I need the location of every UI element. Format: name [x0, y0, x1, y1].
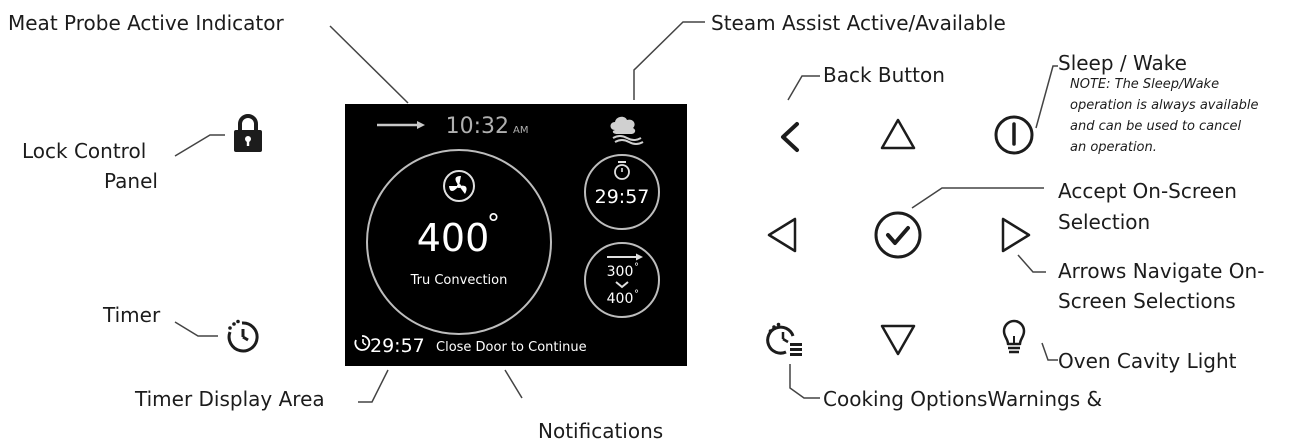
check-icon — [874, 211, 922, 259]
power-icon — [994, 115, 1034, 155]
callout-meat-probe: Meat Probe Active Indicator — [8, 11, 284, 35]
status-timer: 29:57 — [370, 335, 425, 357]
callout-cooking-options: Cooking OptionsWarnings & — [823, 387, 1103, 411]
callout-arrows-line-2: Screen Selections — [1058, 289, 1236, 313]
timer-icon — [227, 319, 259, 353]
status-message: Close Door to Continue — [436, 340, 587, 355]
status-timer-icon — [354, 335, 371, 351]
fan-icon — [443, 170, 475, 202]
sleep-note-line-1: NOTE: The Sleep/Wake — [1070, 77, 1220, 92]
down-arrow-icon — [880, 324, 916, 356]
oven-light-button[interactable] — [987, 310, 1041, 364]
timer-button[interactable] — [216, 310, 270, 364]
steam-icon — [610, 116, 644, 145]
callout-timer-display: Timer Display Area — [135, 387, 325, 411]
sleep-note-line-2: operation is always available — [1070, 98, 1259, 113]
callout-back-button: Back Button — [823, 63, 945, 87]
cooking-options-button[interactable] — [759, 314, 813, 368]
lock-control-button[interactable] — [221, 106, 275, 160]
callout-lock-control-line-1: Lock Control — [22, 139, 147, 163]
temperature-unit: ° — [487, 209, 500, 239]
accept-button[interactable] — [871, 208, 925, 262]
sleep-note-line-4: an operation. — [1070, 140, 1157, 155]
callout-sleep-wake: Sleep / Wake — [1058, 51, 1187, 75]
lightbulb-icon — [1002, 319, 1026, 354]
callout-arrows-line-1: Arrows Navigate On- — [1058, 259, 1265, 283]
callout-lock-control-line-2: Panel — [104, 169, 158, 193]
down-arrow-button[interactable] — [871, 312, 925, 366]
right-arrow-icon — [1001, 217, 1031, 253]
lock-icon — [234, 114, 262, 152]
callout-notifications: Notifications — [538, 419, 664, 443]
callout-accept-line-1: Accept On-Screen — [1058, 179, 1237, 203]
clock-time: 10:32 — [446, 114, 509, 139]
left-arrow-button[interactable] — [757, 208, 811, 262]
oven-display-screen[interactable]: 10:32 AM 400 ° Tru Convection 29:57 — [345, 104, 687, 366]
callout-timer: Timer — [103, 303, 161, 327]
up-arrow-button[interactable] — [871, 108, 925, 162]
callout-accept-line-2: Selection — [1058, 210, 1151, 234]
probe-target-temp: 400 — [607, 291, 634, 307]
up-arrow-icon — [880, 118, 916, 150]
back-button[interactable] — [763, 110, 817, 164]
callout-oven-light: Oven Cavity Light — [1058, 349, 1237, 373]
temperature-dial-ring — [366, 149, 552, 335]
cooking-options-icon — [766, 322, 802, 356]
clock-ampm: AM — [513, 125, 528, 136]
stopwatch-icon — [614, 161, 630, 180]
sleep-wake-button[interactable] — [987, 108, 1041, 162]
probe-circle-ring — [584, 242, 660, 318]
probe-icon — [377, 121, 425, 129]
sleep-note-line-3: and can be used to cancel — [1070, 119, 1242, 134]
callout-steam-assist: Steam Assist Active/Available — [711, 11, 1006, 35]
probe-current-temp: 300 — [607, 264, 634, 280]
probe-arrow-icon — [607, 253, 643, 261]
chevron-down-icon — [615, 281, 629, 289]
temperature-value: 400 — [417, 216, 490, 260]
probe-target-degree: ° — [634, 289, 639, 300]
probe-current-degree: ° — [634, 262, 639, 273]
timer-value: 29:57 — [595, 186, 650, 208]
left-arrow-icon — [767, 217, 797, 253]
cooking-mode: Tru Convection — [410, 273, 508, 288]
right-arrow-button[interactable] — [987, 208, 1041, 262]
back-chevron-icon — [781, 122, 799, 152]
timer-circle-ring — [584, 154, 660, 230]
